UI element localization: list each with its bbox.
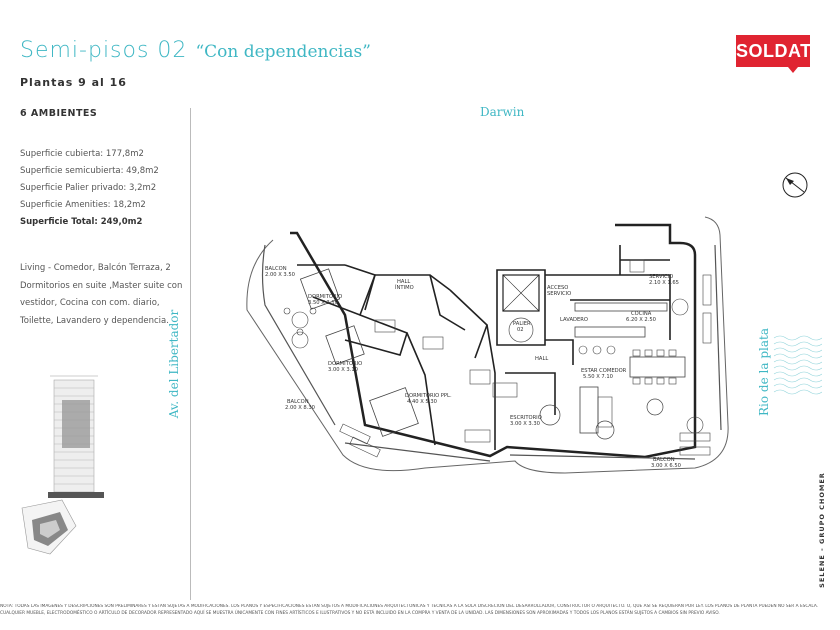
spec-line: Superficie cubierta: 177,8m2: [20, 149, 144, 159]
bed-dorm2: [325, 325, 365, 365]
spec-line: Superficie Amenities: 18,2m2: [20, 200, 146, 210]
title-main: Semi-pisos 02: [20, 38, 188, 63]
street-rio-de-la-plata: Rio de la plata: [757, 328, 771, 416]
footer-line: NOTA: TODAS LAS IMÁGENES Y DESCRIPCIONES…: [0, 604, 819, 609]
street-libertador: Av. del Libertador: [167, 309, 181, 419]
label-estar-dim: 5.50 X 7.10: [583, 374, 613, 380]
label-palier: PALIER: [513, 321, 531, 327]
surface-specs: Superficie cubierta: 177,8m2 Superficie …: [20, 146, 159, 231]
spec-total: Superficie Total: 249,0m2: [20, 217, 143, 227]
label-dorm1-dim: 3.50 X 3.10: [308, 300, 338, 306]
label-balcon2: BALCON: [287, 399, 309, 405]
label-cocina-dim: 6.20 X 2.50: [626, 317, 656, 323]
north-compass-icon: [782, 172, 808, 198]
elevator-shaft: [502, 274, 540, 312]
label-acceso: ACCESO: [547, 285, 568, 291]
sidebar-divider: [190, 108, 191, 600]
spec-line: Superficie Palier privado: 3,2m2: [20, 183, 157, 193]
unit-description: Living - Comedor, Balcón Terraza, 2 Dorm…: [20, 263, 183, 326]
label-dorm2: DORMITORIO: [328, 361, 362, 367]
label-palier2: 02: [517, 327, 524, 333]
bed-master: [369, 387, 419, 437]
building-elevation-diagram: [48, 375, 104, 498]
kitchen-counter: [574, 302, 668, 312]
label-escritorio: ESCRITORIO: [510, 415, 542, 421]
brand-logo: SOLDATI: [736, 35, 817, 67]
river-waves-icon: [773, 335, 822, 395]
label-master-dim: 4.40 X 5.30: [407, 399, 437, 405]
title-subtitle: “Con dependencias”: [195, 42, 371, 62]
label-servicio: SERVICIO: [649, 274, 673, 280]
slab-outline: [246, 216, 729, 474]
credits-label: SELENE - GRUPO CHOMER: [818, 472, 826, 588]
brand-logo-tip: [788, 67, 798, 73]
label-master: DORMITORIO PPL.: [405, 393, 452, 399]
balcony-rail-bottom2: [509, 454, 696, 460]
page-title: Semi-pisos 02 “Con dependencias”: [20, 38, 371, 63]
label-acceso2: SERVICIO: [547, 291, 571, 297]
legal-footer: NOTA: TODAS LAS IMÁGENES Y DESCRIPCIONES…: [0, 604, 840, 617]
label-hall-intimo: HALL: [397, 279, 410, 285]
ambientes-label: 6 AMBIENTES: [20, 108, 98, 119]
label-balcon1: BALCON: [265, 266, 287, 272]
bed-dorm1: [299, 268, 341, 310]
footer-line: CUALQUIER MUEBLE, ELECTRODOMÉSTICO O ART…: [0, 610, 720, 616]
floors-label: Plantas 9 al 16: [20, 76, 127, 89]
label-lavadero: LAVADERO: [560, 317, 588, 323]
interior-walls: [297, 245, 671, 450]
exterior-walls: [290, 223, 697, 459]
floor-plan: BALCON 2.00 X 3.50 DORMITORIO 3.50 X 3.1…: [246, 216, 729, 474]
label-balcon3-dim: 3.00 X 6.50: [651, 463, 681, 469]
label-estar: ESTAR COMEDOR: [581, 368, 627, 374]
sofa: [579, 386, 599, 434]
label-dorm1: DORMITORIO: [308, 294, 342, 300]
spec-line: Superficie semicubierta: 49,8m2: [20, 166, 159, 176]
label-hall: HALL: [535, 356, 548, 362]
label-escritorio-dim: 3.00 X 3.30: [510, 421, 540, 427]
balcony-rail-right: [714, 244, 722, 431]
label-balcon2-dim: 2.00 X 8.30: [285, 405, 315, 411]
label-dorm2-dim: 3.00 X 3.10: [328, 367, 358, 373]
street-darwin: Darwin: [480, 105, 525, 119]
balcony-rail-left: [261, 244, 336, 426]
label-cocina: COCINA: [631, 311, 652, 317]
balcony-rail-bottom: [344, 442, 491, 462]
label-servicio-dim: 2.10 X 1.65: [649, 280, 679, 286]
label-hall-intimo2: ÍNTIMO: [395, 284, 414, 291]
label-balcon3: BALCON: [653, 457, 675, 463]
label-balcon1-dim: 2.00 X 3.50: [265, 272, 295, 278]
site-plan-diagram: [21, 499, 77, 555]
dining-table: [629, 356, 686, 378]
